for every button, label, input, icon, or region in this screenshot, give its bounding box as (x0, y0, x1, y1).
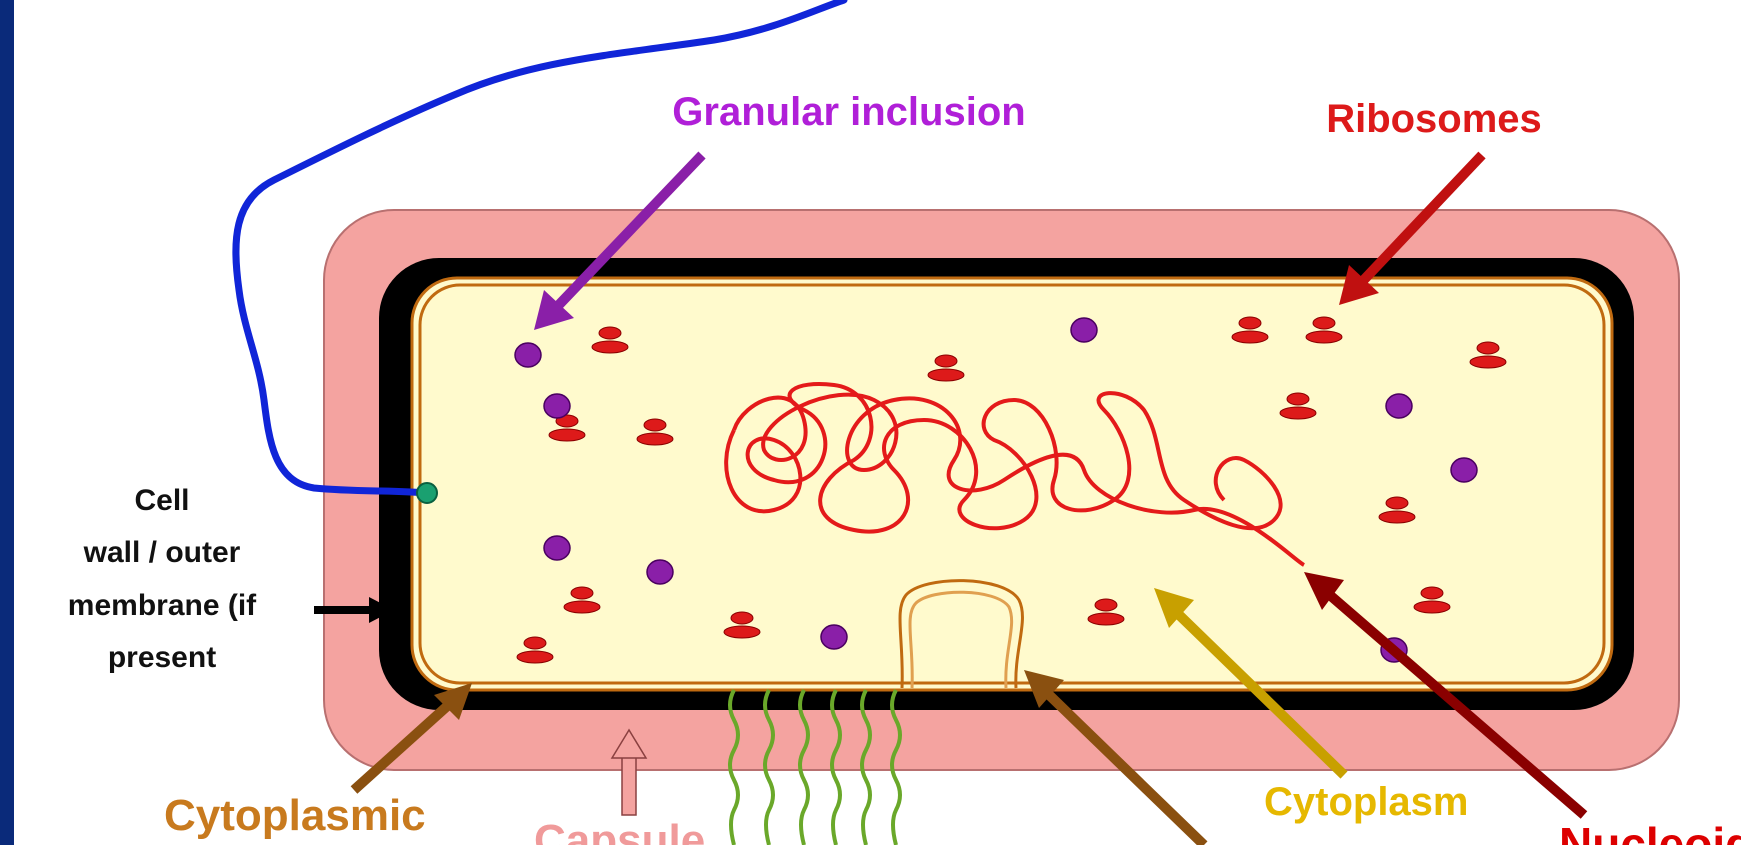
granule (544, 536, 570, 560)
label-cell-wall-line2: wall / outer (83, 536, 241, 569)
label-granular-inclusion: Granular inclusion (672, 90, 1025, 134)
flagellum-basal-body (417, 483, 437, 503)
label-nucleoid: Nucleoid (1559, 818, 1741, 845)
label-capsule: Capsule (534, 816, 705, 845)
bacterial-cell-diagram: Granular inclusion Ribosomes Cell wall /… (14, 0, 1741, 845)
label-cell-wall-line3: membrane (if (68, 589, 257, 622)
label-ribosomes: Ribosomes (1326, 97, 1542, 141)
granule (515, 343, 541, 367)
label-cell-wall: Cell wall / outer membrane (if present (68, 484, 257, 674)
label-cytoplasm: Cytoplasm (1264, 780, 1469, 824)
granule (821, 625, 847, 649)
label-cell-wall-line1: Cell (134, 484, 189, 517)
diagram-canvas: Granular inclusion Ribosomes Cell wall /… (14, 0, 1741, 845)
granule (544, 394, 570, 418)
label-cytoplasmic: Cytoplasmic (164, 791, 426, 840)
label-cell-wall-line4: present (108, 641, 216, 674)
granule (1451, 458, 1477, 482)
granule (647, 560, 673, 584)
granule (1386, 394, 1412, 418)
granule (1071, 318, 1097, 342)
